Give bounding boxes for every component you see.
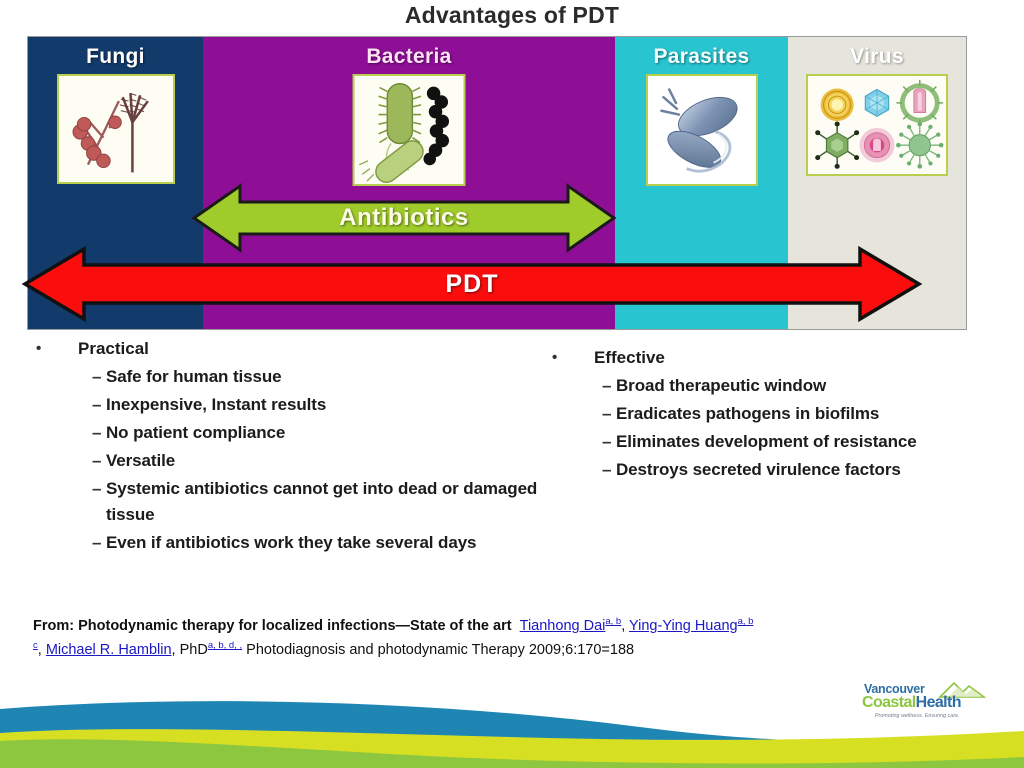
logo-coastal-text: Coastal — [862, 694, 916, 711]
bullet-list-practical: • Practical – Safe for human tissue – In… — [36, 338, 556, 558]
author-sup-1: a, b — [605, 616, 622, 627]
dash-marker: – — [92, 367, 102, 386]
panel-label-parasites: Parasites — [653, 45, 750, 68]
panel-bacteria: Bacteria — [203, 37, 615, 329]
bullet-heading-text: Practical — [78, 339, 149, 358]
citation-line-2: c, Michael R. Hamblin, PhDa, b, d, , Pho… — [33, 639, 635, 658]
logo-tagline: Promoting wellness. Ensuring care. — [875, 713, 960, 719]
logo-line-2: CoastalHealth — [862, 694, 962, 712]
bullet-marker: • — [36, 340, 42, 357]
list-item-text: Inexpensive, Instant results — [106, 395, 327, 414]
list-item-text: Versatile — [106, 451, 176, 470]
author-sup-2: a, b — [737, 616, 754, 627]
dash-marker: – — [602, 460, 612, 479]
author-separator: , — [621, 617, 630, 634]
panel-label-virus: Virus — [850, 45, 904, 68]
bacteria-micrograph-icon — [352, 74, 466, 186]
list-item-text: No patient compliance — [106, 423, 286, 442]
logo-line-1: Vancouver — [864, 682, 925, 696]
citation-line-1: From: Photodynamic therapy for localized… — [33, 612, 1024, 636]
list-item-text: Eradicates pathogens in biofilms — [616, 404, 880, 423]
wave-light-green — [0, 739, 1024, 768]
pathogen-panels: Fungi — [28, 37, 966, 329]
bullet-list-effective: • Effective – Broad therapeutic window –… — [552, 347, 1022, 485]
citation: From: Photodynamic therapy for localized… — [33, 612, 1024, 660]
bullet-heading-text: Effective — [594, 348, 665, 367]
list-item: – Inexpensive, Instant results — [36, 392, 556, 418]
parasite-micrograph-icon — [645, 74, 758, 186]
panel-parasites: Parasites — [615, 37, 788, 329]
list-item: – Systemic antibiotics cannot get into d… — [36, 476, 556, 528]
panel-fungi: Fungi — [28, 37, 203, 329]
author-link-2[interactable]: Ying-Ying Huang — [629, 617, 738, 634]
mountain-icon — [938, 681, 986, 698]
list-item: – Versatile — [36, 448, 556, 474]
panel-virus: Virus — [788, 37, 966, 329]
dash-marker: – — [602, 432, 612, 451]
panel-label-fungi: Fungi — [86, 45, 145, 68]
dash-marker: – — [602, 376, 612, 395]
list-item-text: Destroys secreted virulence factors — [616, 460, 901, 479]
author-sup-c: c — [33, 639, 38, 651]
author-link-1[interactable]: Tianhong Dai — [519, 617, 606, 634]
logo-health-text: Health — [915, 694, 962, 711]
list-item-text: Broad therapeutic window — [616, 376, 827, 395]
dash-marker: – — [602, 404, 612, 423]
list-item: – Broad therapeutic window — [552, 373, 1022, 399]
list-item: – Even if antibiotics work they take sev… — [36, 530, 556, 556]
list-item: – Safe for human tissue — [36, 364, 556, 390]
virus-particles-icon — [806, 74, 948, 176]
vancouver-coastal-health-logo: Vancouver CoastalHealth Promoting wellne… — [862, 681, 988, 724]
bullet-heading-practical: • Practical — [36, 338, 556, 360]
list-item: – Eradicates pathogens in biofilms — [552, 401, 1022, 427]
fungi-micrograph-icon — [56, 74, 175, 184]
dash-marker: – — [92, 533, 102, 552]
dash-marker: – — [92, 395, 102, 414]
list-item-text: Even if antibiotics work they take sever… — [106, 533, 477, 552]
citation-degree-sup: a, b, d, , — [207, 639, 243, 651]
citation-journal: Photodiagnosis and photodynamic Therapy … — [246, 641, 635, 658]
page-title: Advantages of PDT — [404, 2, 620, 28]
bullet-heading-effective: • Effective — [552, 347, 1022, 369]
citation-degree: PhD — [179, 641, 208, 658]
dash-marker: – — [92, 423, 102, 442]
dash-marker: – — [92, 479, 102, 498]
list-item-text: Eliminates development of resistance — [616, 432, 917, 451]
bullet-marker: • — [552, 349, 558, 366]
list-item: – No patient compliance — [36, 420, 556, 446]
footer-wave-decoration — [0, 701, 1024, 768]
list-item-text: Systemic antibiotics cannot get into dea… — [106, 479, 538, 524]
list-item: – Destroys secreted virulence factors — [552, 457, 1022, 483]
author-link-3[interactable]: Michael R. Hamblin — [45, 641, 172, 658]
author-separator: , — [37, 641, 46, 658]
list-item-text: Safe for human tissue — [106, 367, 282, 386]
pdt-spectrum-figure: Fungi — [27, 36, 967, 330]
list-item: – Eliminates development of resistance — [552, 429, 1022, 455]
dash-marker: – — [92, 451, 102, 470]
citation-title: From: Photodynamic therapy for localized… — [33, 617, 512, 634]
panel-label-bacteria: Bacteria — [366, 45, 452, 68]
